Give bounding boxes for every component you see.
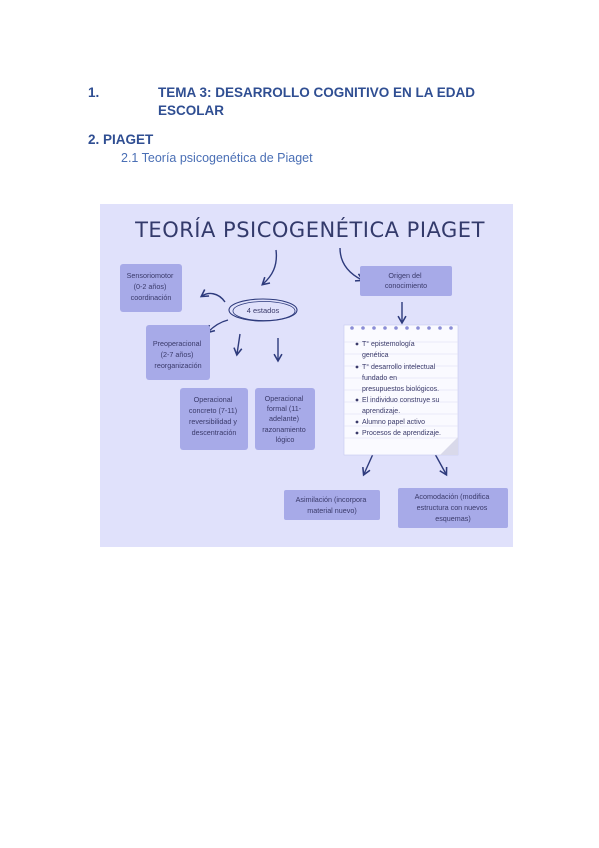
- subsection-heading: 2.1 Teoría psicogenética de Piaget: [121, 151, 313, 165]
- section-heading-2: 2. PIAGET: [88, 132, 154, 147]
- arrow-to-sensoriomotor: [199, 289, 226, 303]
- heading-number: 1.: [88, 85, 100, 100]
- arrow-to-preoperacional: [206, 319, 229, 334]
- note-item-2: T° desarrollo intelectual fundado en pre…: [362, 363, 439, 393]
- operacional-concreto-text: Operacional concreto (7-11) reversibilid…: [189, 395, 239, 437]
- note-item-3: El individuo construye su aprendizaje.: [362, 397, 441, 415]
- diagram-title: TEORÍA PSICOGENÉTICA PIAGET: [134, 217, 485, 242]
- note-corner-fold: [440, 437, 458, 455]
- preoperacional-box: [146, 325, 210, 380]
- operacional-formal-text: Operacional formal (11- adelante) razona…: [262, 394, 308, 444]
- arrow-title-right: [339, 247, 365, 282]
- arrow-title-left: [261, 249, 278, 286]
- sensoriomotor-box: [120, 264, 182, 312]
- operacional-concreto-box: [180, 388, 248, 450]
- arrow-to-asimilacion: [362, 453, 374, 477]
- acomodacion-text: Acomodación (modifica estructura con nue…: [415, 492, 492, 523]
- note-card: T° epistemología genética T° desarrollo …: [343, 324, 459, 456]
- asimilacion-text: Asimilación (incorpora material nuevo): [296, 495, 369, 515]
- piaget-diagram: TEORÍA PSICOGENÉTICA PIAGET 4 estados Se…: [100, 204, 513, 547]
- heading-title: TEMA 3: DESARROLLO COGNITIVO EN LA EDAD …: [158, 85, 476, 118]
- note-binding-holes: [350, 326, 453, 330]
- note-bullets: [355, 342, 359, 435]
- note-item-4: Alumno papel activo: [362, 419, 425, 426]
- preoperacional-text: Preoperacional (2-7 años) reorganización: [153, 339, 203, 370]
- arrow-to-concreto: [233, 333, 243, 357]
- origen-text: Origen del conocimiento: [385, 271, 427, 290]
- acomodacion-box: [398, 488, 508, 528]
- note-item-5: Procesos de aprendizaje.: [362, 430, 441, 437]
- note-item-1: T° epistemología genética: [362, 340, 417, 359]
- sensoriomotor-text: Sensoriomotor (0-2 años) coordinación: [127, 271, 176, 302]
- center-ellipse: [228, 298, 298, 322]
- operacional-formal-box: [255, 388, 315, 450]
- diagram-svg: TEORÍA PSICOGENÉTICA PIAGET 4 estados Se…: [120, 217, 508, 528]
- asimilacion-box: [284, 490, 380, 520]
- origen-box: [360, 266, 452, 296]
- arrow-to-acomodacion: [434, 453, 448, 477]
- center-label: 4 estados: [247, 306, 280, 315]
